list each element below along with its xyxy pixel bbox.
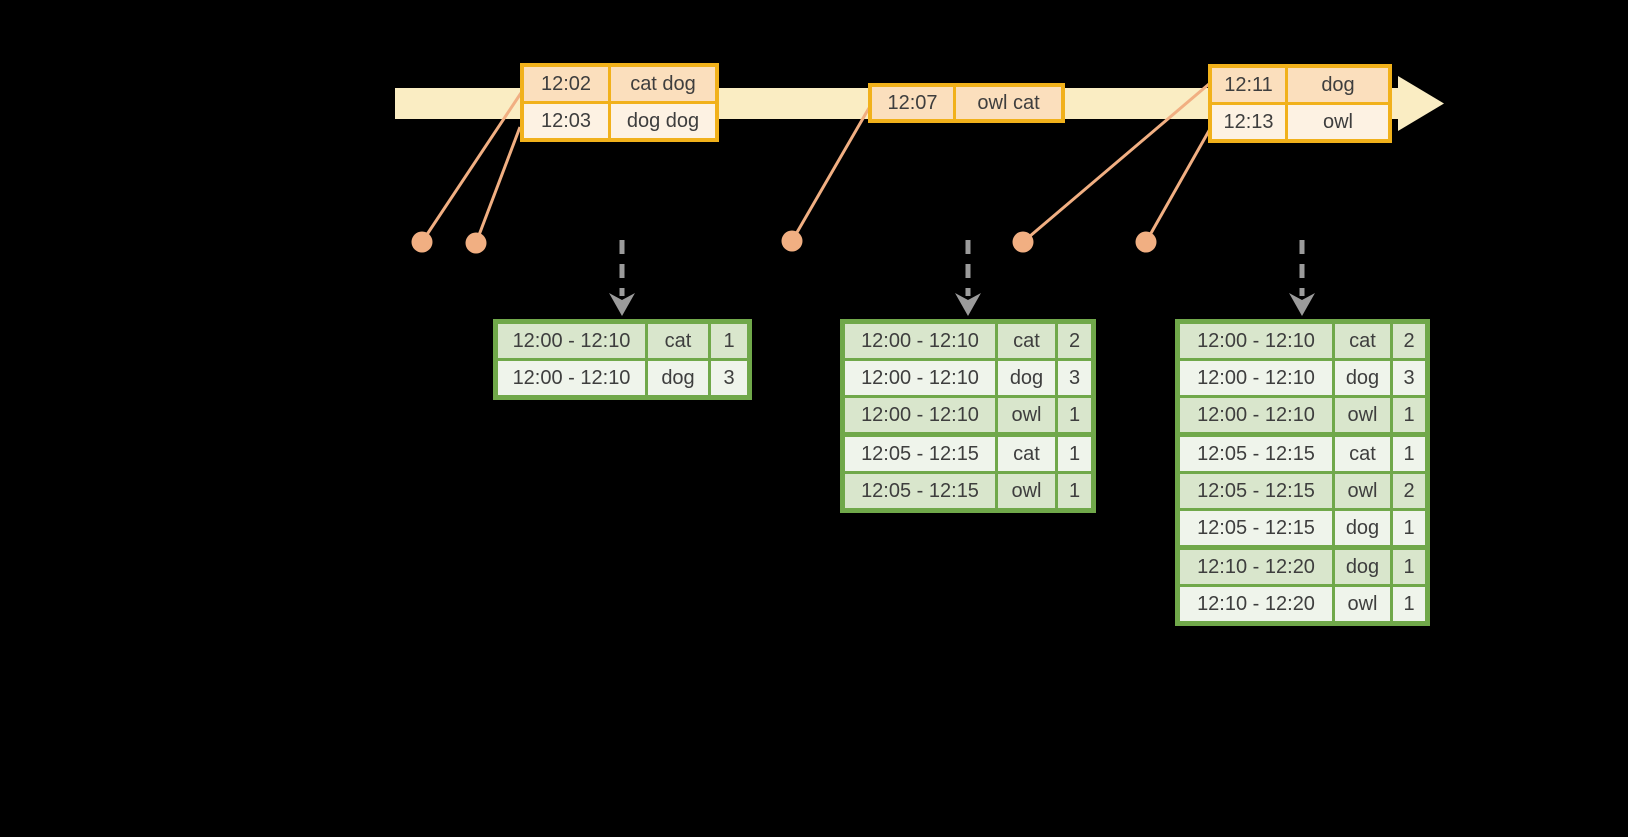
result-row: 12:05 - 12:15 cat 1 [1180, 432, 1425, 471]
count-cell: 1 [1390, 587, 1425, 621]
connector-line-12-07 [790, 107, 871, 242]
count-cell: 3 [1390, 361, 1425, 395]
word-cell: owl [1332, 474, 1390, 508]
event-words-cell: dog dog [608, 104, 715, 138]
result-row: 12:00 - 12:10 owl 1 [1180, 395, 1425, 432]
window-cell: 12:05 - 12:15 [845, 474, 995, 508]
result-row: 12:00 - 12:10 dog 3 [498, 358, 747, 395]
count-cell: 2 [1390, 474, 1425, 508]
window-cell: 12:00 - 12:10 [1180, 398, 1332, 432]
window-cell: 12:00 - 12:10 [845, 324, 995, 358]
event-dot-icon [411, 231, 433, 253]
count-cell: 3 [1055, 361, 1091, 395]
event-table: 12:11 dog 12:13 owl [1208, 64, 1392, 143]
event-dot-icon [1135, 231, 1157, 253]
window-cell: 12:00 - 12:10 [1180, 324, 1332, 358]
count-cell: 1 [1055, 474, 1091, 508]
count-cell: 1 [1390, 511, 1425, 545]
window-cell: 12:10 - 12:20 [1180, 587, 1332, 621]
event-table: 12:02 cat dog 12:03 dog dog [520, 63, 719, 142]
event-row: 12:07 owl cat [872, 87, 1061, 119]
count-cell: 3 [708, 361, 747, 395]
event-time-cell: 12:13 [1212, 105, 1285, 139]
event-row: 12:13 owl [1212, 102, 1388, 139]
trigger-arrows [609, 240, 1315, 316]
word-cell: cat [1332, 437, 1390, 471]
event-time-cell: 12:11 [1212, 68, 1285, 102]
result-row: 12:05 - 12:15 dog 1 [1180, 508, 1425, 545]
count-cell: 1 [1055, 437, 1091, 471]
event-time-cell: 12:07 [872, 87, 953, 119]
word-cell: cat [645, 324, 708, 358]
word-cell: cat [995, 437, 1055, 471]
event-marker-dots [411, 230, 1157, 254]
window-cell: 12:05 - 12:15 [845, 437, 995, 471]
result-table: 12:00 - 12:10 cat 2 12:00 - 12:10 dog 3 … [840, 319, 1096, 513]
word-cell: owl [995, 398, 1055, 432]
word-cell: dog [1332, 361, 1390, 395]
result-row: 12:00 - 12:10 cat 2 [845, 324, 1091, 358]
trigger-arrow-icon [1289, 240, 1315, 316]
word-cell: owl [1332, 587, 1390, 621]
window-cell: 12:00 - 12:10 [498, 324, 645, 358]
window-cell: 12:05 - 12:15 [1180, 511, 1332, 545]
result-table: 12:00 - 12:10 cat 2 12:00 - 12:10 dog 3 … [1175, 319, 1430, 626]
window-cell: 12:00 - 12:10 [845, 361, 995, 395]
count-cell: 1 [1055, 398, 1091, 432]
result-row: 12:00 - 12:10 dog 3 [1180, 358, 1425, 395]
count-cell: 2 [1055, 324, 1091, 358]
result-row: 12:00 - 12:10 cat 1 [498, 324, 747, 358]
window-cell: 12:05 - 12:15 [1180, 474, 1332, 508]
event-row: 12:11 dog [1212, 68, 1388, 102]
connector-line-12-11 [1022, 82, 1210, 244]
event-table: 12:07 owl cat [868, 83, 1065, 123]
event-words-cell: cat dog [608, 67, 715, 101]
word-cell: owl [1332, 398, 1390, 432]
result-table: 12:00 - 12:10 cat 1 12:00 - 12:10 dog 3 [493, 319, 752, 400]
connector-line-12-03 [474, 126, 522, 244]
count-cell: 1 [1390, 550, 1425, 584]
window-cell: 12:00 - 12:10 [845, 398, 995, 432]
connector-line-12-13 [1144, 128, 1212, 243]
count-cell: 1 [1390, 398, 1425, 432]
count-cell: 2 [1390, 324, 1425, 358]
event-words-cell: owl cat [953, 87, 1061, 119]
event-dot-icon [781, 230, 803, 252]
result-row: 12:10 - 12:20 dog 1 [1180, 545, 1425, 584]
word-cell: dog [645, 361, 708, 395]
result-row: 12:05 - 12:15 owl 1 [845, 471, 1091, 508]
word-cell: owl [995, 474, 1055, 508]
trigger-arrow-icon [955, 240, 981, 316]
event-row: 12:02 cat dog [524, 67, 715, 101]
timeline-arrowhead-icon [1398, 76, 1444, 131]
event-time-cell: 12:02 [524, 67, 608, 101]
window-cell: 12:10 - 12:20 [1180, 550, 1332, 584]
count-cell: 1 [708, 324, 747, 358]
connector-line-12-02 [420, 92, 523, 243]
trigger-arrow-icon [609, 240, 635, 316]
result-row: 12:10 - 12:20 owl 1 [1180, 584, 1425, 621]
event-words-cell: dog [1285, 68, 1388, 102]
event-dot-icon [465, 232, 487, 254]
result-row: 12:00 - 12:10 dog 3 [845, 358, 1091, 395]
word-cell: dog [995, 361, 1055, 395]
result-row: 12:05 - 12:15 cat 1 [845, 432, 1091, 471]
result-row: 12:00 - 12:10 cat 2 [1180, 324, 1425, 358]
result-row: 12:05 - 12:15 owl 2 [1180, 471, 1425, 508]
window-cell: 12:00 - 12:10 [1180, 361, 1332, 395]
word-cell: dog [1332, 550, 1390, 584]
count-cell: 1 [1390, 437, 1425, 471]
event-row: 12:03 dog dog [524, 101, 715, 138]
result-row: 12:00 - 12:10 owl 1 [845, 395, 1091, 432]
event-time-cell: 12:03 [524, 104, 608, 138]
word-cell: dog [1332, 511, 1390, 545]
window-cell: 12:05 - 12:15 [1180, 437, 1332, 471]
word-cell: cat [995, 324, 1055, 358]
window-cell: 12:00 - 12:10 [498, 361, 645, 395]
event-dot-icon [1012, 231, 1034, 253]
event-connector-lines [420, 82, 1212, 244]
word-cell: cat [1332, 324, 1390, 358]
event-words-cell: owl [1285, 105, 1388, 139]
